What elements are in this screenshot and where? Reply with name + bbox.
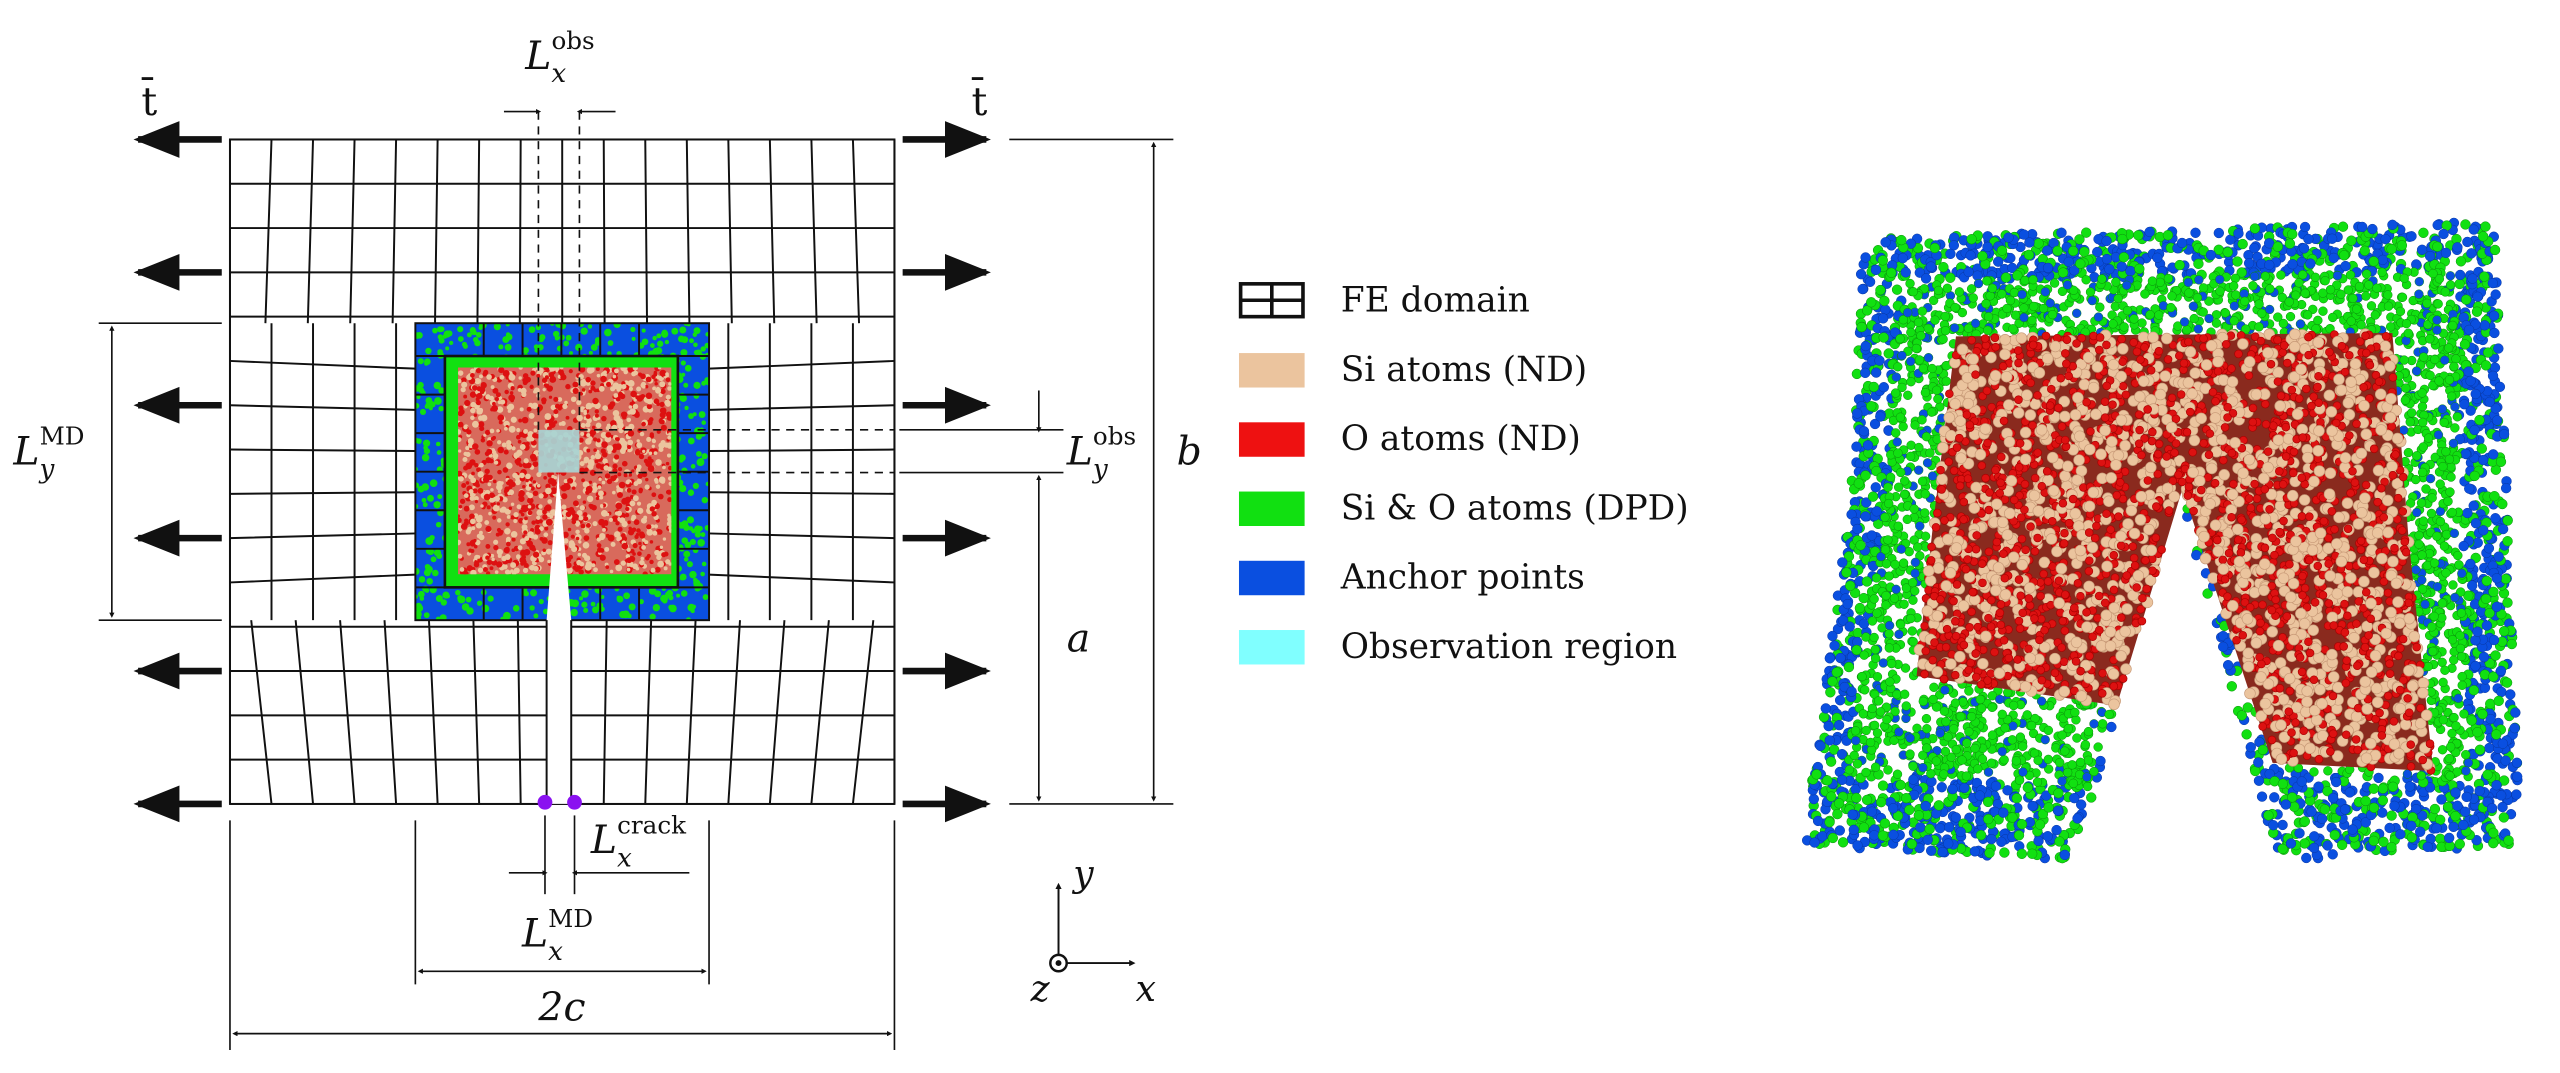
- observation-guides: [537, 111, 895, 474]
- legend-label: Anchor points: [1340, 558, 1585, 598]
- legend-label: Si & O atoms (DPD): [1341, 488, 1689, 528]
- legend-swatch: [1238, 353, 1305, 388]
- legend-swatch: [1238, 422, 1305, 457]
- legend-swatch: [1238, 560, 1305, 596]
- label-ly-obs: Lyobs: [1066, 422, 1136, 485]
- legend-swatch: [1238, 630, 1305, 665]
- legend-label: O atoms (ND): [1341, 419, 1581, 459]
- legend-label: FE domain: [1341, 281, 1530, 321]
- crack: [546, 472, 572, 804]
- anchor-atoms: [1801, 217, 2523, 864]
- dimension-lines: [98, 108, 1174, 1051]
- grid-icon: [1238, 282, 1305, 319]
- axis-label-y: y: [1071, 853, 1094, 895]
- label-2c: 2c: [537, 984, 585, 1030]
- legend-swatch: [1238, 491, 1305, 526]
- legend-item: Si atoms (ND): [1238, 350, 1588, 390]
- axis-label-z: z: [1030, 968, 1051, 1010]
- nd-atoms: [1913, 328, 2436, 775]
- legend: FE domain Si atoms (ND) O atoms (ND) Si & O…: [1238, 281, 1689, 667]
- legend-item: FE domain: [1238, 281, 1530, 321]
- legend-label: Observation region: [1341, 627, 1677, 667]
- crack-tip-dot-left: [537, 794, 553, 810]
- traction-arrows: [133, 121, 991, 823]
- label-ly-md: LyMD: [12, 422, 84, 485]
- label-b: b: [1177, 428, 1202, 474]
- observation-region: [538, 429, 580, 473]
- label-lx-crack: Lxcrack: [590, 810, 687, 873]
- label-lx-md: LxMD: [521, 904, 593, 967]
- traction-label-left: t̄: [141, 76, 157, 125]
- legend-label: Si atoms (ND): [1341, 350, 1588, 390]
- label-a: a: [1067, 615, 1090, 661]
- crack-tip-dot-right: [567, 794, 582, 810]
- legend-item: Si & O atoms (DPD): [1238, 488, 1689, 528]
- md-region: [414, 322, 711, 804]
- legend-item: Observation region: [1238, 627, 1677, 667]
- atomistic-crack-snapshot: [1801, 217, 2523, 864]
- axis-label-x: x: [1136, 968, 1156, 1010]
- legend-item: O atoms (ND): [1238, 419, 1581, 459]
- traction-label-right: t̄: [971, 76, 987, 125]
- legend-item: Anchor points: [1238, 558, 1585, 598]
- coordinate-axes: y x z: [1030, 853, 1156, 1010]
- label-lx-obs: Lxobs: [524, 26, 594, 89]
